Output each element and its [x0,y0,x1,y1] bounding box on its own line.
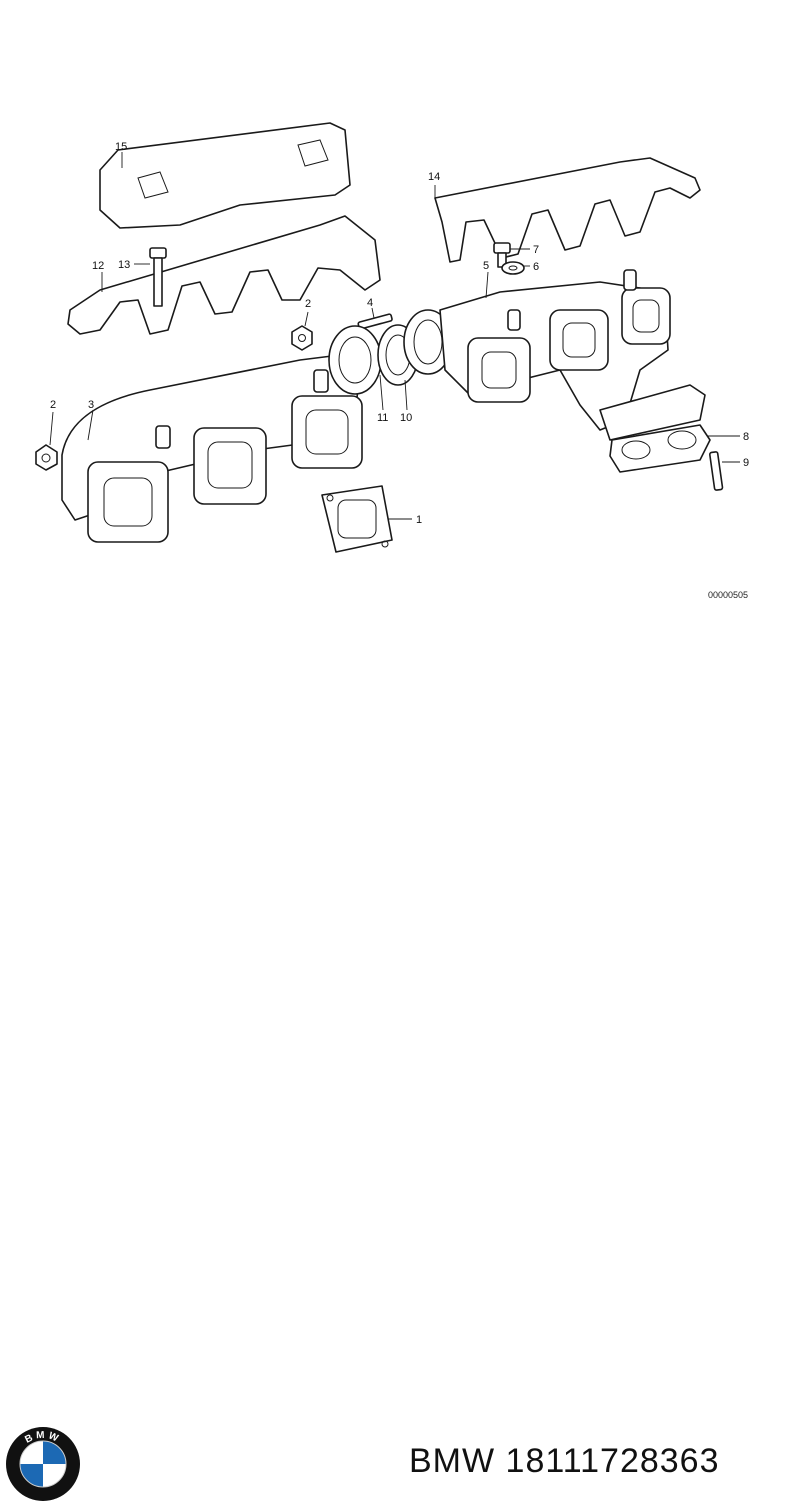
part-bolt-13 [134,247,167,307]
callout-7: 7 [533,244,539,256]
diagram-code: 00000505 [708,590,749,600]
part-stud-4 [357,307,393,330]
part-washer-6 [501,261,530,275]
part-nut-2-lower [35,411,58,471]
callout-5: 5 [483,260,489,272]
callout-13: 13 [118,259,130,271]
callout-12: 12 [92,260,104,272]
callout-2-upper: 2 [305,298,311,310]
callout-10: 10 [400,412,412,424]
part-number: 18111728363 [505,1442,720,1480]
callout-6: 6 [533,261,539,273]
callout-4: 4 [367,297,373,309]
part-rear-manifold-5 [439,269,706,441]
part-gasket-1 [321,485,412,553]
part-front-manifold-3 [61,354,363,543]
callout-1: 1 [416,514,422,526]
part-heat-shield-15 [99,122,351,229]
exhaust-manifold-diagram: 1 2 2 3 4 5 6 7 8 9 10 11 12 13 14 15 [35,122,749,553]
callout-2-lower: 2 [50,399,56,411]
callout-14: 14 [428,171,440,183]
footer: BMW BMW 18111728363 [0,700,800,1501]
bmw-logo-icon: BMW [6,1427,80,1501]
callout-3: 3 [88,399,94,411]
callout-11: 11 [377,412,388,424]
callout-8: 8 [743,431,749,443]
part-flange-ring-11 [328,325,384,411]
part-stud-9 [708,451,740,491]
brand-part-number: BMW 18111728363 [409,1442,720,1481]
part-bolt-7 [493,242,530,268]
callout-15: 15 [115,141,127,153]
part-nut-2-upper [291,311,313,351]
part-gasket-8 [609,424,740,473]
callout-9: 9 [743,457,749,469]
brand-name: BMW [409,1442,496,1480]
part-heat-shield-14 [434,157,701,263]
part-heat-shield-12 [67,215,381,335]
